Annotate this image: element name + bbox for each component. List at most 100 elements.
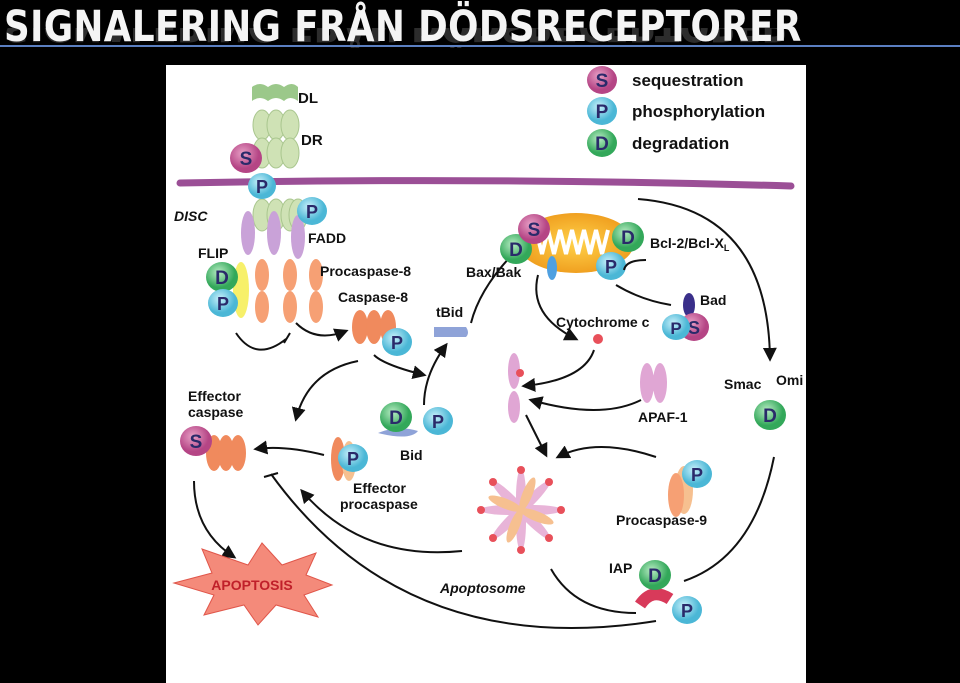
badge-letter: D — [763, 406, 777, 427]
arrow — [193, 480, 237, 559]
phosphorylation-badge-icon — [587, 97, 617, 125]
badge-letter: P — [347, 449, 359, 469]
phosphorylation-badge-icon — [596, 252, 626, 280]
sequestration-badge-icon — [230, 143, 262, 173]
death-ligand — [252, 84, 298, 101]
legend-label: phosphorylation — [632, 102, 765, 121]
arrow — [521, 349, 595, 392]
label-disc: DISC — [174, 208, 208, 224]
arrow — [637, 198, 777, 362]
fadd-proteins — [241, 211, 305, 259]
badge-letter: S — [688, 318, 700, 338]
badge-letter: P — [605, 257, 617, 277]
label-effector-caspase: Effector — [188, 388, 241, 404]
bad-protein — [683, 293, 695, 317]
label-bcl2-main: Bcl-2/Bcl-X — [650, 235, 725, 251]
badge-letter: D — [648, 566, 662, 587]
label-cytochrome-c: Cytochrome c — [556, 314, 650, 330]
phosphorylation-badge-icon — [338, 444, 368, 472]
arrow — [291, 360, 359, 422]
badge-letter: P — [691, 465, 703, 485]
badge-letter: S — [240, 149, 253, 170]
arrow — [535, 274, 579, 341]
degradation-badge-icon — [639, 560, 671, 590]
badge-letter: S — [596, 71, 609, 92]
phosphorylation-badge-icon — [208, 289, 238, 317]
sequestration-badge-icon — [518, 214, 550, 244]
title-rule — [0, 45, 960, 47]
slide-title: SIGNALERING FRÅN DÖDSRECEPTORER — [4, 2, 802, 52]
label-dr: DR — [301, 132, 323, 149]
phosphorylation-badge-icon — [297, 197, 327, 225]
arrow — [555, 445, 657, 459]
arrow — [253, 440, 325, 456]
cytochrome-c-icon — [593, 334, 603, 344]
badge-letter: P — [217, 294, 229, 314]
label-bax-bak: Bax/Bak — [466, 264, 521, 280]
badge-letter: P — [256, 177, 268, 197]
badge-letter: D — [509, 240, 523, 261]
badge-letter: P — [681, 601, 693, 621]
legend-phosphorylation: P phosphorylation — [587, 97, 765, 125]
legend-degradation: D degradation — [587, 129, 729, 157]
label-bcl2-subscript: L — [724, 243, 730, 253]
tbid-protein — [434, 327, 468, 337]
label-dl: DL — [298, 90, 318, 107]
legend-sequestration: S sequestration — [587, 66, 743, 94]
sequestration-badge-icon — [180, 426, 212, 456]
effector-caspase-protein — [206, 435, 246, 471]
label-apaf-1: APAF-1 — [638, 409, 688, 425]
badge-letter: S — [190, 432, 203, 453]
label-bid: Bid — [400, 447, 423, 463]
badge-letter: D — [389, 408, 403, 429]
label-effector-caspase: caspase — [188, 404, 243, 420]
badge-letter: D — [215, 268, 229, 289]
degradation-badge-icon — [380, 402, 412, 432]
label-bad: Bad — [700, 292, 726, 308]
procaspase-8 — [255, 259, 323, 323]
label-effector-procaspase: Effector — [353, 480, 406, 496]
label-bcl2: Bcl-2/Bcl-XL — [650, 235, 730, 253]
degradation-badge-icon — [754, 400, 786, 430]
pathway-diagram-panel: S sequestration P phosphorylation D degr… — [166, 65, 806, 683]
apoptosome — [477, 466, 565, 554]
degradation-badge-icon — [587, 129, 617, 157]
phosphorylation-badge-icon — [662, 314, 690, 340]
phosphorylation-badge-icon — [423, 407, 453, 435]
arrow — [295, 322, 349, 342]
iap-protein — [635, 588, 674, 609]
arrow — [423, 342, 448, 406]
pathway-diagram: S sequestration P phosphorylation D degr… — [172, 66, 803, 630]
bid-protein — [378, 428, 418, 437]
legend: S sequestration P phosphorylation D degr… — [587, 66, 765, 157]
degradation-badge-icon — [612, 222, 644, 252]
apaf-1-protein — [640, 363, 667, 403]
label-procaspase-8: Procaspase-8 — [320, 263, 411, 279]
label-smac: Smac — [724, 376, 762, 392]
label-flip: FLIP — [198, 245, 228, 261]
phosphorylation-badge-icon — [382, 328, 412, 356]
badge-letter: P — [432, 412, 444, 432]
legend-label: sequestration — [632, 71, 743, 90]
badge-letter: D — [621, 228, 635, 249]
apaf-1-cytc-complex — [508, 353, 524, 423]
badge-letter: P — [306, 202, 318, 222]
label-apoptosis: APOPTOSIS — [211, 577, 292, 593]
arrow — [373, 354, 427, 380]
phosphorylation-badge-icon — [672, 596, 702, 624]
badge-letter: S — [528, 220, 541, 241]
apoptosis-burst: APOPTOSIS — [172, 542, 334, 626]
legend-label: degradation — [632, 134, 729, 153]
inhibition-line — [235, 332, 287, 351]
phosphorylation-badge-icon — [248, 173, 276, 199]
arrow — [300, 488, 463, 554]
phosphorylation-badge-icon — [682, 460, 712, 488]
badge-letter: D — [595, 134, 609, 155]
label-effector-procaspase: procaspase — [340, 496, 418, 512]
degradation-badge-icon — [500, 234, 532, 264]
badge-letter: P — [391, 333, 403, 353]
badge-letter: P — [670, 319, 681, 338]
degradation-badge-icon — [206, 262, 238, 292]
arrow — [525, 414, 548, 458]
label-iap: IAP — [609, 560, 632, 576]
